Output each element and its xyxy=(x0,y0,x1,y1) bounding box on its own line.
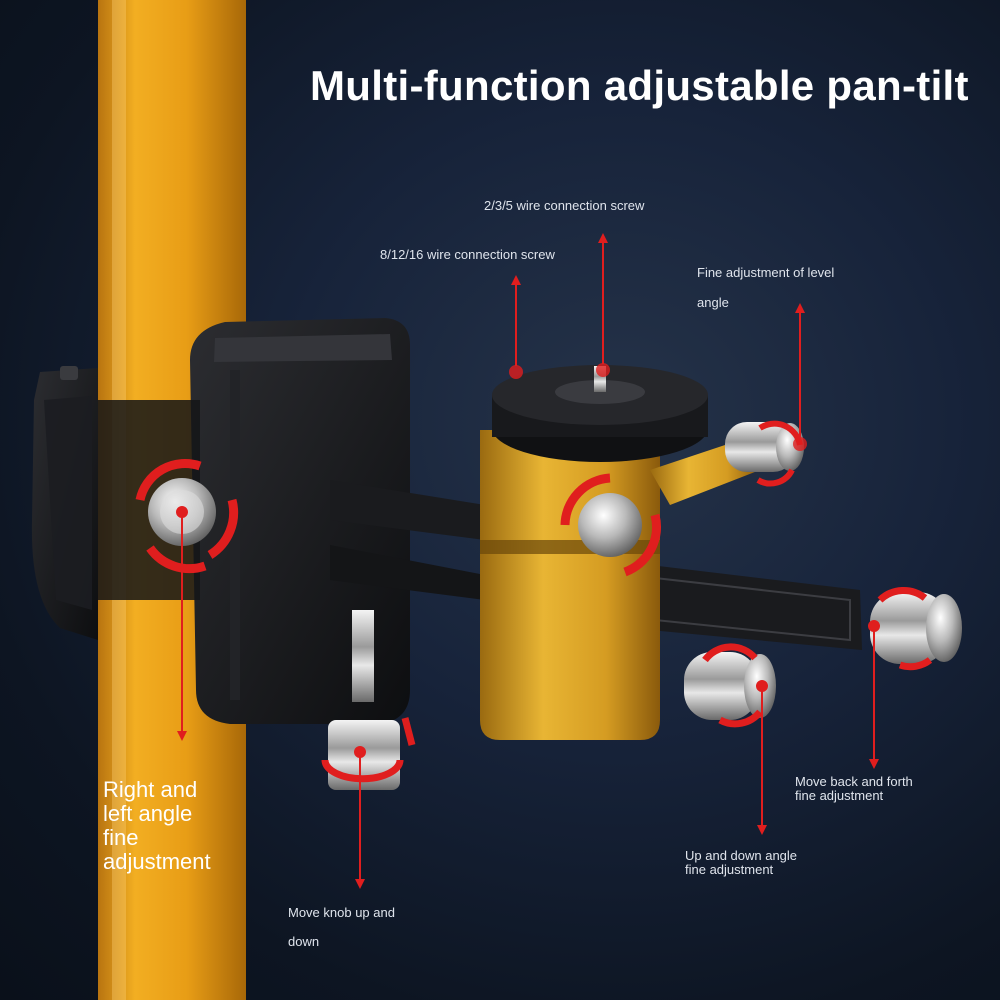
page-title: Multi-function adjustable pan-tilt xyxy=(310,62,969,109)
chrome-knob-icon xyxy=(870,592,962,664)
rotate-arrows-icon xyxy=(321,717,416,783)
label-right-left: Right and xyxy=(103,777,198,802)
label-move-back: Move back and forth xyxy=(795,774,913,789)
chrome-knob-icon xyxy=(684,652,776,720)
label-right-left-2: left angle xyxy=(103,801,193,826)
label-move-knob-2: down xyxy=(288,934,320,949)
label-up-down: Up and down angle xyxy=(685,848,798,863)
slide-rail-upper xyxy=(330,480,485,540)
label-fine-level-2: angle xyxy=(697,295,729,310)
label-fine-level: Fine adjustment of level xyxy=(697,265,835,280)
slide-rail-lower xyxy=(330,545,485,600)
gold-body xyxy=(480,430,660,740)
label-move-knob: Move knob up and xyxy=(288,905,395,920)
rotate-arrows-icon xyxy=(877,586,933,671)
rotate-arrows-icon xyxy=(135,459,239,574)
rotate-arrows-icon xyxy=(560,473,661,577)
label-up-down-2: fine adjustment xyxy=(685,862,774,877)
chrome-knob-icon xyxy=(578,493,642,557)
rotate-arrows-icon xyxy=(702,643,763,728)
label-right-left-4: adjustment xyxy=(103,849,211,874)
pointer-arrow-icon xyxy=(176,233,880,889)
label-move-back-2: fine adjustment xyxy=(795,788,884,803)
label-wire-81216: 8/12/16 wire connection screw xyxy=(380,247,555,262)
label-wire-235: 2/3/5 wire connection screw xyxy=(484,198,645,213)
label-right-left-3: fine xyxy=(103,825,139,850)
